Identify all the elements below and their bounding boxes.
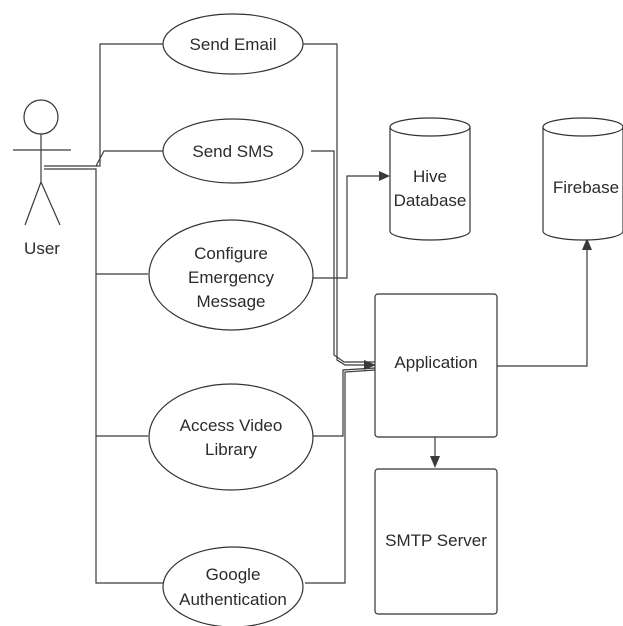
- use-case-google-auth-line-1: Google: [206, 565, 261, 584]
- connector-access-video-application: [313, 367, 376, 437]
- use-case-configure-line-3: Message: [197, 292, 266, 311]
- use-case-access-video-line-1: Access Video: [180, 416, 283, 435]
- component-application: Application: [374, 293, 498, 438]
- arrowhead-smtp: [430, 456, 440, 468]
- component-smtp-server-label: SMTP Server: [385, 531, 487, 550]
- component-smtp-server: SMTP Server: [374, 468, 498, 615]
- database-firebase: Firebase: [542, 117, 623, 241]
- use-case-send-sms: Send SMS: [162, 118, 304, 184]
- use-case-access-video-library: Access Video Library: [148, 383, 314, 491]
- use-case-configure-line-1: Configure: [194, 244, 268, 263]
- connector-send-email-application: [303, 43, 375, 366]
- actor-label: User: [24, 239, 60, 258]
- connectors: [44, 43, 592, 584]
- use-case-google-authentication: Google Authentication: [162, 546, 304, 626]
- actor-head: [23, 99, 59, 135]
- use-case-send-sms-label: Send SMS: [192, 142, 273, 161]
- actor-user: User: [13, 99, 71, 258]
- use-case-google-auth-line-2: Authentication: [179, 590, 287, 609]
- database-firebase-label: Firebase: [553, 178, 619, 197]
- connector-send-sms-application: [311, 150, 375, 363]
- use-case-access-video-line-2: Library: [205, 440, 257, 459]
- connector-application-firebase: [497, 248, 588, 367]
- database-hive-line-2: Database: [394, 191, 467, 210]
- connector-actor-trunk: [44, 168, 165, 584]
- connector-actor-top: [44, 43, 163, 167]
- arrowhead-hive: [379, 171, 390, 181]
- arrowhead-firebase: [582, 238, 592, 250]
- component-application-label: Application: [394, 353, 477, 372]
- connector-google-auth-application: [305, 369, 376, 584]
- use-case-send-email: Send Email: [162, 13, 304, 75]
- connector-actor-send-sms: [95, 150, 163, 167]
- arrowhead-application: [364, 360, 376, 370]
- use-case-configure-line-2: Emergency: [188, 268, 274, 287]
- use-case-send-email-label: Send Email: [190, 35, 277, 54]
- database-hive: Hive Database: [389, 117, 471, 241]
- actor-leg-left: [24, 181, 42, 226]
- database-hive-line-1: Hive: [413, 167, 447, 186]
- use-case-configure-emergency-message: Configure Emergency Message: [148, 219, 314, 331]
- connector-configure-hive: [313, 175, 382, 279]
- actor-leg-right: [40, 181, 61, 226]
